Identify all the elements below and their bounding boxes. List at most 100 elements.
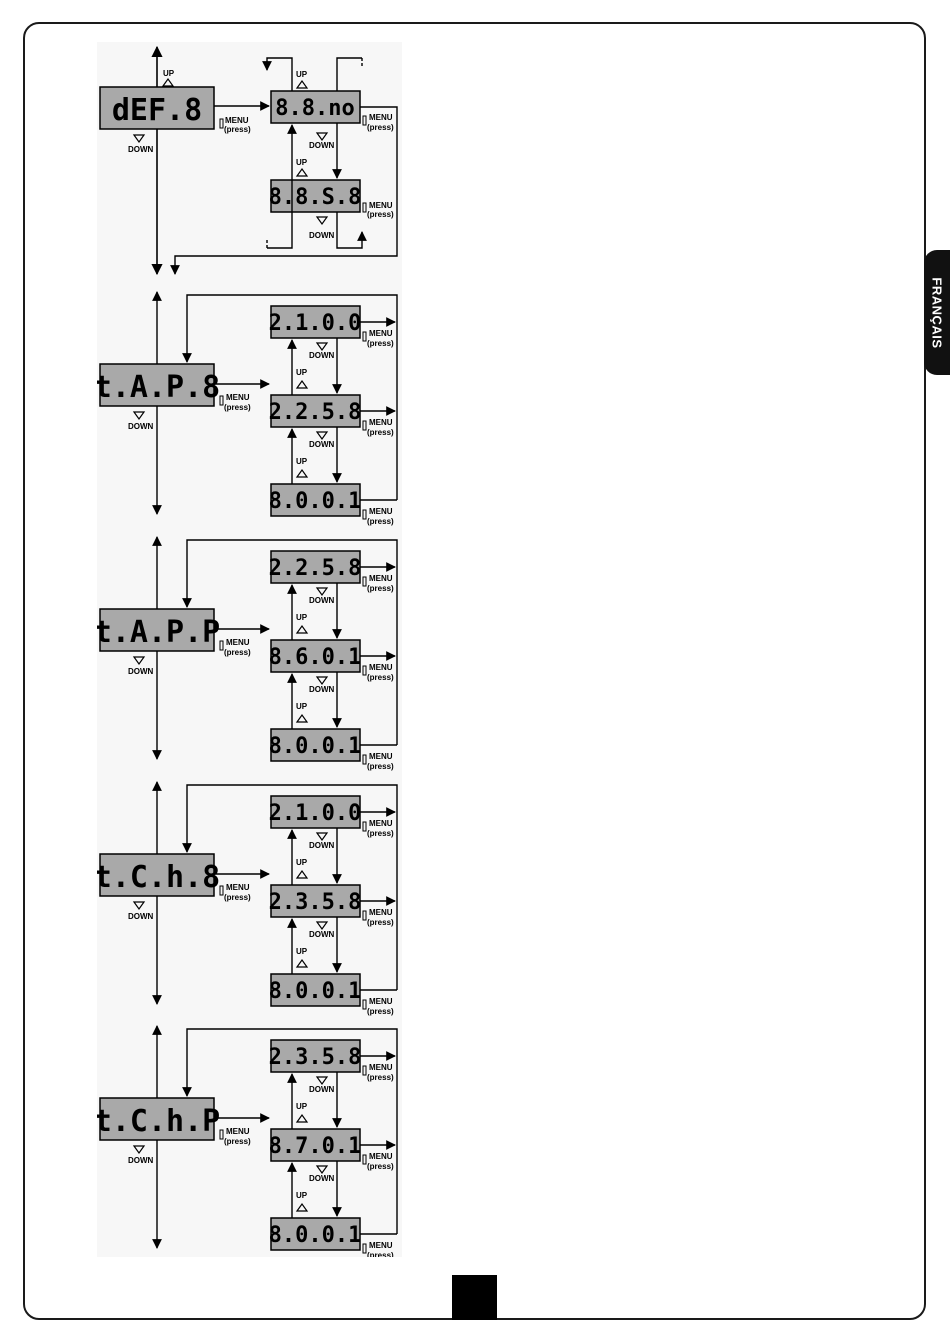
- option-display-3-value: 8.0.0.1: [269, 1223, 362, 1248]
- section-3: UPt.A.P.PDOWNMENU(press)2.2.5.8MENU(pres…: [97, 536, 398, 771]
- menu-button-icon: [362, 665, 367, 676]
- press-label: (press): [224, 893, 251, 902]
- menu-button-icon: [362, 821, 367, 832]
- down-triangle-icon: [132, 901, 146, 911]
- main-display: [99, 363, 215, 407]
- press-label: (press): [224, 648, 251, 657]
- main-display-value: t.C.h.P: [97, 1104, 220, 1139]
- svg-text:DOWN: DOWN: [309, 231, 335, 240]
- repeated-sections: UPt.A.P.8DOWNMENU(press)2.1.0.0MENU(pres…: [97, 291, 398, 1257]
- svg-text:(press): (press): [367, 210, 394, 219]
- press-label: (press): [367, 918, 394, 927]
- menu-label: MENU: [369, 574, 393, 583]
- option-display-1: [270, 795, 361, 829]
- menu-flow-diagram: UP DOWN dEF.8 MENU (press) 8.8.no 8.8.S.…: [97, 42, 402, 1257]
- press-label: (press): [367, 1251, 394, 1257]
- option-display-1-value: 8.8.no: [275, 96, 354, 121]
- menu-button-icon: [362, 1154, 367, 1165]
- svg-text:DOWN: DOWN: [309, 141, 335, 150]
- down-label: DOWN: [309, 440, 335, 449]
- menu-label: MENU: [369, 752, 393, 761]
- option-display-2-value: 8.7.0.1: [269, 1134, 362, 1159]
- press-label: (press): [224, 125, 251, 134]
- down-triangle-icon: [132, 134, 146, 144]
- language-tab: FRANÇAIS: [924, 250, 950, 375]
- down-label: DOWN: [309, 841, 335, 850]
- menu-label: MENU: [369, 418, 393, 427]
- menu-button-icon: [219, 885, 224, 896]
- menu-button-icon: [219, 1129, 224, 1140]
- section-4: UPt.C.h.8DOWNMENU(press)2.1.0.0MENU(pres…: [97, 781, 398, 1016]
- menu-button-icon: [362, 910, 367, 921]
- section-2: UPt.A.P.8DOWNMENU(press)2.1.0.0MENU(pres…: [97, 291, 398, 526]
- svg-text:(press): (press): [367, 123, 394, 132]
- down-label: DOWN: [309, 1174, 335, 1183]
- press-label: (press): [367, 829, 394, 838]
- main-display: [99, 608, 215, 652]
- option-display-2-value: 8.8.S.8: [269, 185, 362, 210]
- menu-label: MENU: [369, 507, 393, 516]
- down-triangle-icon: [132, 411, 146, 421]
- down-label: DOWN: [128, 912, 154, 921]
- option-display-3-value: 8.0.0.1: [269, 979, 362, 1004]
- down-label: DOWN: [309, 685, 335, 694]
- menu-button-icon: [362, 754, 367, 765]
- main-display-value: t.A.P.P: [97, 615, 220, 650]
- svg-text:UP: UP: [296, 70, 308, 79]
- down-label: DOWN: [128, 1156, 154, 1165]
- main-display-value: t.C.h.8: [97, 860, 220, 895]
- press-label: (press): [367, 339, 394, 348]
- up-triangle-icon: [161, 77, 175, 87]
- option-display-2-value: 8.6.0.1: [269, 645, 362, 670]
- option-display-1-value: 2.2.5.8: [269, 556, 362, 581]
- menu-button-icon: [362, 999, 367, 1010]
- down-triangle-icon: [132, 656, 146, 666]
- option-display-3: [270, 1217, 361, 1251]
- svg-text:UP: UP: [296, 158, 308, 167]
- main-display: [99, 86, 215, 130]
- down-label: DOWN: [309, 930, 335, 939]
- menu-label: MENU: [226, 393, 250, 402]
- press-label: (press): [367, 762, 394, 771]
- option-display-2: [270, 884, 361, 918]
- menu-label: MENU: [225, 116, 249, 125]
- option-display-3-value: 8.0.0.1: [269, 734, 362, 759]
- menu-label: MENU: [226, 883, 250, 892]
- menu-label: MENU: [369, 819, 393, 828]
- menu-label: MENU: [369, 1063, 393, 1072]
- option-display-2: [270, 394, 361, 428]
- menu-button-icon: [362, 509, 367, 520]
- up-label: UP: [296, 368, 308, 377]
- up-label: UP: [296, 457, 308, 466]
- press-label: (press): [367, 1073, 394, 1082]
- up-label: UP: [296, 858, 308, 867]
- main-display-value: dEF.8: [112, 93, 202, 128]
- press-label: (press): [367, 1007, 394, 1016]
- option-display-3: [270, 728, 361, 762]
- down-triangle-icon: [132, 1145, 146, 1155]
- menu-button-icon: [219, 395, 224, 406]
- option-display-3-value: 8.0.0.1: [269, 489, 362, 514]
- svg-text:MENU: MENU: [369, 113, 393, 122]
- page-number-box: [452, 1275, 497, 1320]
- menu-button-icon: [362, 331, 367, 342]
- menu-button-icon: [219, 118, 224, 129]
- press-label: (press): [367, 673, 394, 682]
- menu-label: MENU: [369, 1241, 393, 1250]
- up-label: UP: [296, 1102, 308, 1111]
- option-display-2-value: 2.2.5.8: [269, 400, 362, 425]
- down-label: DOWN: [309, 351, 335, 360]
- up-label: UP: [296, 1191, 308, 1200]
- main-display-value: t.A.P.8: [97, 370, 220, 405]
- language-tab-label: FRANÇAIS: [929, 276, 945, 349]
- svg-text:MENU: MENU: [369, 201, 393, 210]
- down-label: DOWN: [128, 667, 154, 676]
- menu-button-icon: [219, 640, 224, 651]
- down-label: DOWN: [128, 145, 154, 154]
- menu-label: MENU: [369, 908, 393, 917]
- menu-label: MENU: [226, 638, 250, 647]
- down-label: DOWN: [128, 422, 154, 431]
- menu-button-icon: [362, 1243, 367, 1254]
- option-display-2-value: 2.3.5.8: [269, 890, 362, 915]
- up-label: UP: [296, 947, 308, 956]
